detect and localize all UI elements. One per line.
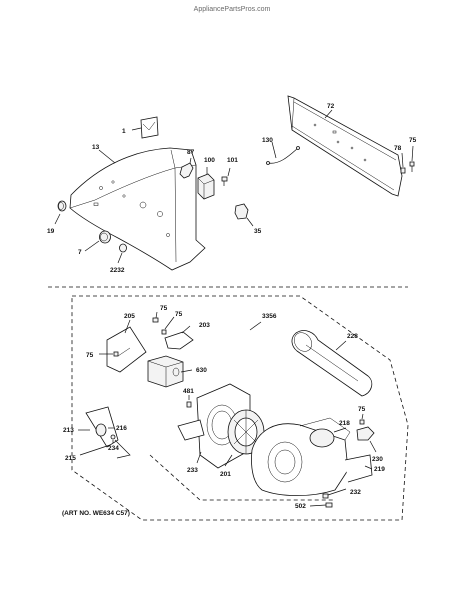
callout-7: 7 [78, 249, 82, 256]
part-clip [234, 203, 254, 227]
callout-205: 205 [124, 313, 135, 320]
callout-130: 130 [262, 137, 273, 144]
callout-1: 1 [122, 128, 126, 135]
callout-72: 72 [327, 103, 335, 110]
callout-78: 78 [394, 145, 402, 152]
callout-228: 228 [347, 333, 358, 340]
callout-213: 213 [63, 427, 74, 434]
part-wire [266, 141, 300, 165]
part-duct-tube [291, 330, 373, 397]
callout-75-top: 75 [409, 137, 417, 144]
part-bracket [179, 157, 194, 179]
part-switch [197, 167, 215, 200]
part-motor-block [147, 355, 193, 388]
leader-219 [364, 465, 373, 470]
callout-2232: 2232 [110, 267, 125, 274]
callout-218: 218 [339, 420, 350, 427]
part-knob [54, 200, 67, 225]
part-screw [221, 167, 231, 186]
callout-232: 232 [350, 489, 361, 496]
callout-230: 230 [372, 456, 383, 463]
callout-502: 502 [295, 503, 306, 510]
callout-219: 219 [374, 466, 385, 473]
assembly-outline [71, 295, 409, 521]
part-thermostat [356, 413, 377, 453]
callout-75-right: 75 [358, 406, 366, 413]
part-clip-assembly [152, 311, 194, 350]
callout-101: 101 [227, 157, 238, 164]
part-motor [309, 427, 347, 448]
callout-215: 215 [65, 455, 76, 462]
part-blower-housing-rear [251, 417, 373, 496]
callout-35: 35 [254, 228, 262, 235]
assembly-inner-outline [149, 454, 335, 501]
part-knob-large [84, 230, 111, 252]
part-label-card [131, 116, 159, 139]
part-screw-481 [186, 395, 192, 408]
part-screw-pair [400, 145, 415, 174]
callout-75-mid: 75 [160, 305, 168, 312]
part-rear-panel [287, 95, 403, 197]
part-screw-232 [322, 488, 347, 499]
part-knob-small [117, 243, 127, 264]
part-bracket-plate [106, 319, 147, 373]
callout-13: 13 [92, 144, 100, 151]
callout-481: 481 [183, 388, 194, 395]
callout-3356: 3356 [262, 313, 277, 320]
art-number: (ART NO. WE634 C57) [62, 510, 130, 517]
callout-75-left: 75 [86, 352, 94, 359]
callout-203: 203 [199, 322, 210, 329]
callout-19: 19 [47, 228, 55, 235]
callout-630: 630 [196, 367, 207, 374]
part-screw-left [99, 351, 119, 357]
part-idler-assembly [78, 406, 131, 459]
part-control-panel [69, 147, 206, 271]
callout-75-mid2: 75 [175, 311, 183, 318]
callout-87: 87 [187, 149, 195, 156]
callout-201: 201 [220, 471, 231, 478]
leader-3356 [249, 321, 262, 331]
callout-216: 216 [116, 425, 127, 432]
part-screw-502 [309, 502, 333, 508]
callout-100: 100 [204, 157, 215, 164]
callout-233: 233 [187, 467, 198, 474]
watermark: AppliancePartsPros.com [194, 6, 271, 13]
callout-234: 234 [108, 445, 119, 452]
